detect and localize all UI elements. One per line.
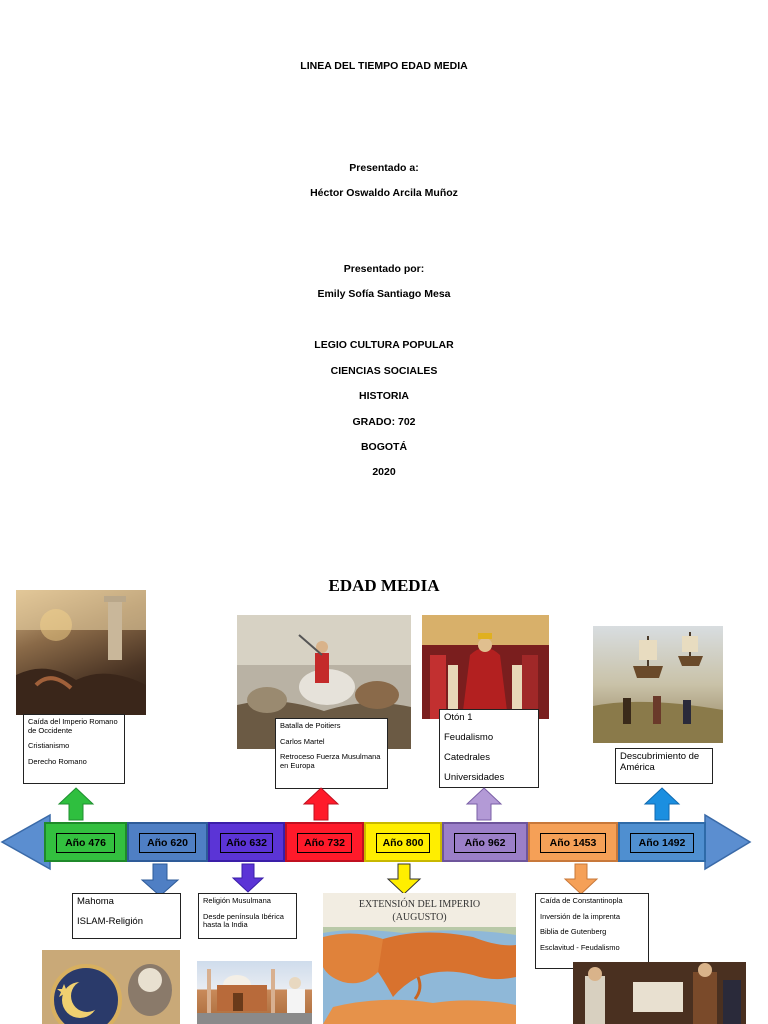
printing-press-painting	[573, 962, 746, 1024]
crescent-illustration	[42, 950, 180, 1024]
note-732-line-1: Batalla de Poitiers	[280, 721, 341, 730]
note-1492-line-1: Descubrimiento de América	[620, 751, 700, 773]
year-block-962: Año 962	[442, 822, 528, 862]
arrow-down-632	[231, 863, 265, 893]
year-label-632: Año 632	[220, 833, 273, 853]
map-title-line-1: EXTENSIÓN DEL IMPERIO	[358, 899, 481, 910]
course: HISTORIA	[359, 390, 409, 402]
note-620: Mahoma ISLAM-Religión	[72, 893, 181, 939]
note-476: Caída del Imperio Romano de Occidente Cr…	[23, 714, 125, 784]
islam-image	[42, 950, 180, 1024]
presented-to-label: Presentado a:	[349, 162, 419, 174]
year: 2020	[372, 466, 396, 478]
empire-map-drawing	[323, 927, 516, 1024]
arrow-down-1453	[563, 863, 599, 895]
arrow-up-732	[302, 787, 340, 821]
note-620-line-1: Mahoma	[77, 896, 114, 907]
arrow-up-962	[465, 787, 503, 821]
document-title: LINEA DEL TIEMPO EDAD MEDIA	[300, 60, 468, 72]
school-name: LEGIO CULTURA POPULAR	[314, 339, 454, 351]
note-1453-line-4: Esclavitud - Feudalismo	[540, 942, 620, 952]
ships-painting	[593, 632, 723, 743]
arrow-down-620	[140, 863, 180, 897]
note-1453-line-3: Biblia de Gutenberg	[540, 927, 607, 937]
note-476-line-1: Caída del Imperio Romano de Occidente	[28, 717, 118, 735]
year-label-800: Año 800	[376, 833, 430, 853]
year-block-632: Año 632	[208, 822, 285, 862]
gutenberg-image	[573, 962, 746, 1024]
grade: GRADO: 702	[352, 416, 416, 428]
note-1453-line-2: Inversión de la imprenta	[540, 911, 621, 921]
map-title-line-2: (AUGUSTO)	[392, 912, 447, 923]
year-label-1453: Año 1453	[540, 833, 606, 853]
note-632-line-2: Desde península Ibérica hasta la India	[203, 911, 284, 930]
presented-to-name: Héctor Oswaldo Arcila Muñoz	[310, 187, 458, 199]
fall-of-rome-image	[16, 590, 146, 715]
note-732: Batalla de Poitiers Carlos Martel Retroc…	[275, 718, 388, 789]
fall-of-rome-painting	[16, 590, 146, 715]
note-476-line-2: Cristianismo	[28, 741, 70, 751]
year-label-476: Año 476	[56, 833, 115, 853]
year-label-962: Año 962	[454, 833, 516, 853]
note-1453: Caída de Constantinopla Inversión de la …	[535, 893, 649, 969]
note-962-line-3: Catedrales	[444, 751, 490, 763]
presented-by-label: Presentado por:	[343, 263, 425, 275]
note-1453-line-1: Caída de Constantinopla	[540, 896, 623, 905]
timeline-right-arrowhead	[704, 813, 752, 871]
arrow-up-1492	[643, 787, 681, 821]
note-1492: Descubrimiento de América	[615, 748, 713, 784]
year-block-800: Año 800	[364, 822, 442, 862]
note-476-line-3: Derecho Romano	[28, 756, 87, 766]
note-962: Otón 1 Feudalismo Catedrales Universidad…	[439, 709, 539, 788]
year-block-1492: Año 1492	[618, 822, 706, 862]
subject: CIENCIAS SOCIALES	[330, 365, 438, 377]
note-620-line-2: ISLAM-Religión	[77, 915, 143, 927]
otto-i-image	[422, 615, 549, 719]
arrow-up-476	[57, 787, 95, 821]
timeline-left-arrowhead	[0, 813, 51, 871]
mosque-photo	[197, 969, 312, 1024]
roman-empire-map: EXTENSIÓN DEL IMPERIO (AUGUSTO)	[323, 893, 516, 1024]
note-732-line-3: Retroceso Fuerza Musulmana en Europa	[280, 752, 381, 770]
presented-by-name: Emily Sofía Santiago Mesa	[317, 288, 451, 300]
year-block-620: Año 620	[127, 822, 208, 862]
arrow-down-800	[386, 863, 422, 895]
note-632-line-1: Religión Musulmana	[203, 896, 271, 905]
year-block-1453: Año 1453	[528, 822, 618, 862]
note-732-line-2: Carlos Martel	[280, 736, 325, 746]
note-962-line-4: Universidades	[444, 771, 505, 783]
year-label-1492: Año 1492	[630, 833, 694, 853]
coronation-painting	[422, 615, 549, 719]
year-block-476: Año 476	[44, 822, 127, 862]
timeline-title: EDAD MEDIA	[328, 576, 440, 595]
city: BOGOTÁ	[360, 441, 408, 453]
note-962-line-2: Feudalismo	[444, 731, 494, 743]
note-962-line-1: Otón 1	[444, 712, 473, 723]
year-label-732: Año 732	[297, 833, 352, 853]
year-block-732: Año 732	[285, 822, 364, 862]
note-632: Religión Musulmana Desde península Ibéri…	[198, 893, 297, 939]
mosque-image	[197, 961, 312, 1024]
year-label-620: Año 620	[139, 833, 196, 853]
discovery-of-america-image	[593, 626, 723, 743]
